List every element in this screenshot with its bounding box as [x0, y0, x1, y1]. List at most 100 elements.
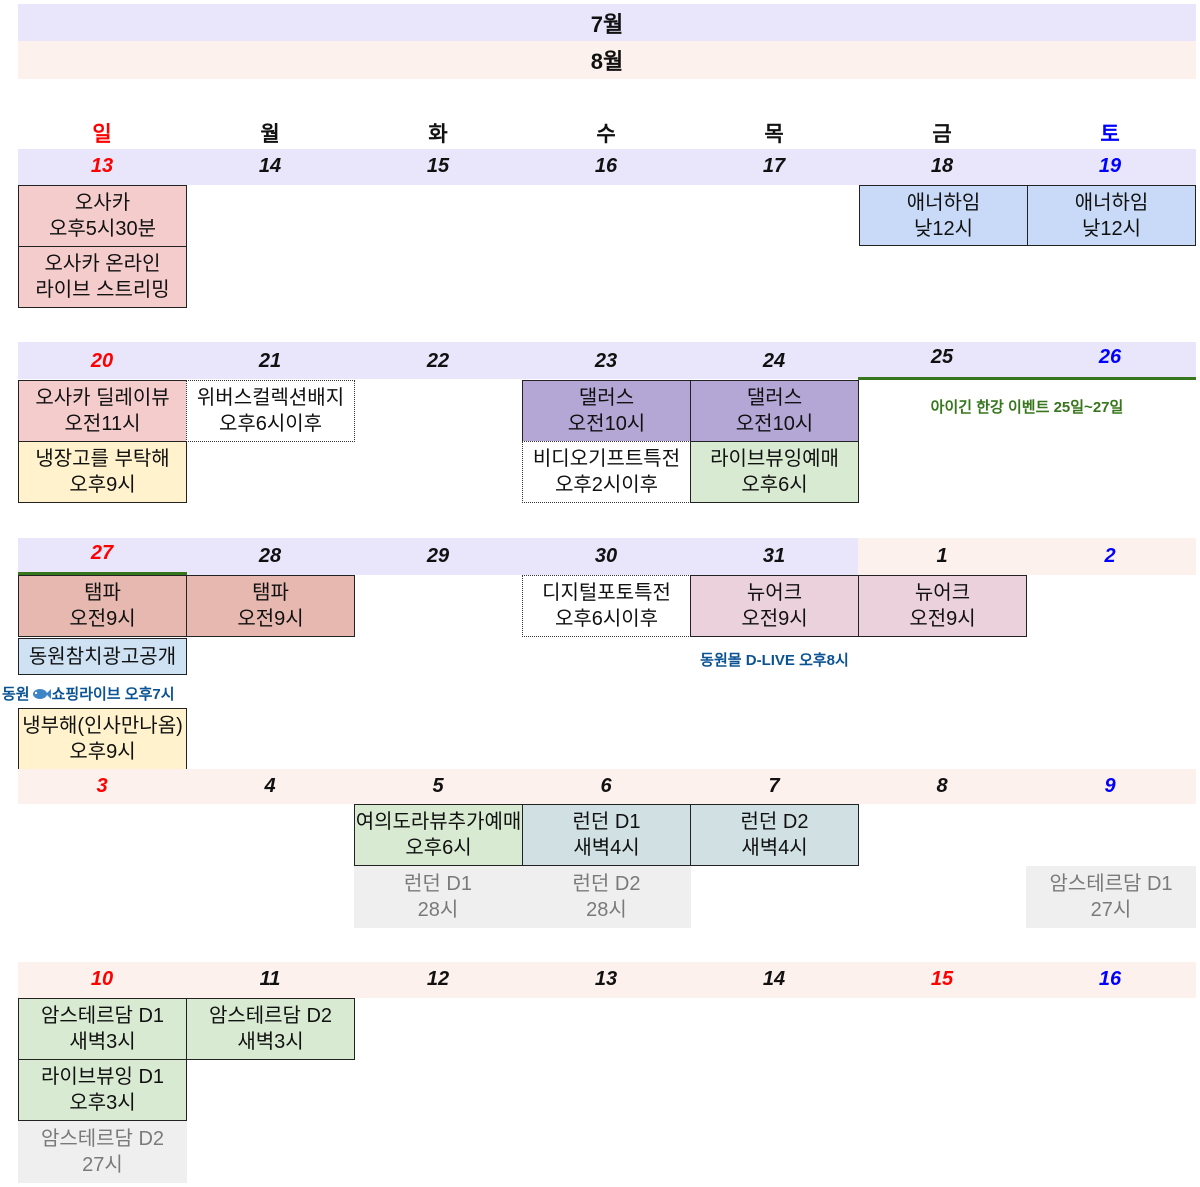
- event-time: 오전9시: [237, 608, 304, 630]
- date-cell: 2: [1104, 545, 1116, 567]
- event-title: 암스테르담 D2: [208, 1005, 333, 1027]
- week4-date-band: [18, 769, 1196, 804]
- event-fridge[interactable]: 냉장고를 부탁해 오후9시: [18, 441, 187, 503]
- event-title: 라이브뷰잉 D1: [40, 1066, 165, 1088]
- event-time: 오전10시: [735, 413, 814, 435]
- event-newark-1[interactable]: 뉴어크 오전9시: [858, 575, 1027, 637]
- event-title: 뉴어크: [914, 582, 971, 604]
- date-cell: 15: [426, 155, 450, 177]
- week2-dates: 20 21 22 23 24 25 26: [0, 346, 1200, 376]
- august-header: 8월: [18, 41, 1196, 79]
- event-dallas-24[interactable]: 댈러스 오전10시: [690, 380, 859, 442]
- event-dallas-23[interactable]: 댈러스 오전10시: [522, 380, 691, 442]
- event-title: 라이브뷰잉예매: [710, 448, 839, 470]
- date-cell: 30: [594, 545, 618, 567]
- date-cell: 27: [90, 542, 114, 564]
- event-title: 런던 D1: [404, 873, 472, 895]
- event-weverse-badge[interactable]: 위버스컬렉션배지 오후6시이후: [186, 380, 355, 442]
- date-cell: 18: [930, 155, 954, 177]
- note-text: 쇼핑라이브 오후7시: [51, 686, 175, 703]
- event-anaheim-19[interactable]: 애너하임 낮12시: [1027, 185, 1196, 246]
- igin-event-bar: [858, 377, 1196, 380]
- dongwon-shopping-note: 동원 쇼핑라이브 오후7시: [2, 683, 175, 704]
- event-time: 오전9시: [69, 608, 136, 630]
- event-title: 암스테르담 D1: [40, 1005, 165, 1027]
- event-time: 오후9시: [69, 741, 136, 763]
- weekday-fri: 금: [932, 123, 952, 146]
- event-london-d2-alt[interactable]: 런던 D2 28시: [522, 866, 691, 928]
- event-fridge-2[interactable]: 냉부해(인사만나옴) 오후9시: [18, 708, 187, 770]
- event-amsterdam-d2[interactable]: 암스테르담 D2 새벽3시: [186, 998, 355, 1060]
- event-amsterdam-d1[interactable]: 암스테르담 D1 새벽3시: [18, 998, 187, 1060]
- event-time: 28시: [586, 899, 627, 921]
- event-amsterdam-d2-alt[interactable]: 암스테르담 D2 27시: [18, 1121, 187, 1183]
- event-yeouido-presale[interactable]: 여의도라뷰추가예매 오후6시: [354, 804, 523, 866]
- event-osaka[interactable]: 오사카 오후5시30분: [18, 185, 187, 247]
- date-cell: 11: [259, 968, 281, 990]
- date-cell: 29: [426, 545, 450, 567]
- event-title: 디지털포토특전: [542, 582, 671, 604]
- event-digital-photo[interactable]: 디지털포토특전 오후6시이후: [522, 575, 691, 637]
- event-title: 댈러스: [578, 387, 635, 409]
- date-cell: 17: [762, 155, 786, 177]
- date-cell: 14: [258, 155, 282, 177]
- event-tampa-28[interactable]: 탬파 오전9시: [186, 575, 355, 637]
- event-time: 28시: [417, 899, 459, 921]
- date-cell: 19: [1098, 155, 1122, 177]
- event-title: 애너하임: [906, 191, 981, 214]
- date-cell: 7: [768, 775, 780, 797]
- event-newark-31[interactable]: 뉴어크 오전9시: [690, 575, 859, 637]
- event-title: 뉴어크: [746, 582, 803, 604]
- event-video-gift[interactable]: 비디오기프트특전 오후2시이후: [522, 441, 691, 503]
- event-time: 새벽4시: [741, 837, 808, 859]
- date-cell: 25: [930, 346, 954, 368]
- date-cell: 8: [936, 775, 948, 797]
- weekday-sat: 토: [1100, 123, 1120, 146]
- event-london-d2[interactable]: 런던 D2 새벽4시: [690, 804, 859, 866]
- event-time: 새벽3시: [69, 1031, 136, 1053]
- july-header: 7월: [18, 4, 1196, 41]
- event-osaka-online[interactable]: 오사카 온라인 라이브 스트리밍: [18, 246, 187, 308]
- event-time: 오후6시: [741, 474, 808, 496]
- event-dongwon-ad[interactable]: 동원참치광고공개: [18, 638, 187, 675]
- july-label: 7월: [590, 11, 624, 37]
- date-cell: 4: [264, 775, 276, 797]
- event-time: 오후6시이후: [554, 608, 659, 630]
- event-amsterdam-d1-alt[interactable]: 암스테르담 D1 27시: [1026, 866, 1196, 928]
- igin-event-bar-end: [18, 572, 187, 575]
- event-time: 낮12시: [913, 217, 974, 240]
- event-title: 런던 D2: [740, 811, 809, 833]
- event-title: 오사카: [74, 192, 131, 214]
- event-time: 오후3시: [69, 1092, 136, 1114]
- event-time: 27시: [1090, 899, 1132, 921]
- event-time: 오후6시: [405, 837, 472, 859]
- date-cell: 28: [258, 545, 282, 567]
- event-live-viewing-d1[interactable]: 라이브뷰잉 D1 오후3시: [18, 1059, 187, 1121]
- week3-dates: 27 28 29 30 31 1 2: [0, 542, 1200, 571]
- event-tampa-27[interactable]: 탬파 오전9시: [18, 575, 187, 637]
- week5-dates: 10 11 12 13 14 15 16: [0, 968, 1200, 994]
- event-live-viewing-presale[interactable]: 라이브뷰잉예매 오후6시: [690, 441, 859, 503]
- event-london-d1-alt[interactable]: 런던 D1 28시: [354, 866, 522, 928]
- date-cell: 13: [594, 968, 618, 990]
- event-title: 오사카 딜레이뷰: [35, 387, 170, 409]
- event-osaka-delay[interactable]: 오사카 딜레이뷰 오전11시: [18, 380, 187, 442]
- event-london-d1[interactable]: 런던 D1 새벽4시: [522, 804, 691, 866]
- date-cell: 13: [90, 155, 114, 177]
- event-time: 27시: [82, 1154, 123, 1176]
- week1-dates: 13 14 15 16 17 18 19: [0, 155, 1200, 181]
- date-cell: 15: [930, 968, 954, 990]
- date-cell: 9: [1104, 775, 1116, 797]
- event-time: 오후6시이후: [218, 413, 323, 435]
- fish-icon: [31, 687, 51, 701]
- date-cell: 14: [762, 968, 786, 990]
- date-cell: 22: [426, 350, 450, 372]
- event-title: 비디오기프트특전: [532, 448, 681, 470]
- event-title: 동원참치광고공개: [28, 645, 177, 668]
- event-title: 애너하임: [1074, 191, 1149, 214]
- date-cell: 1: [936, 545, 948, 567]
- date-cell: 23: [594, 350, 618, 372]
- event-time: 새벽3시: [237, 1031, 304, 1053]
- igin-event-note: 아이긴 한강 이벤트 25일~27일: [930, 399, 1124, 416]
- event-anaheim-18[interactable]: 애너하임 낮12시: [859, 185, 1028, 246]
